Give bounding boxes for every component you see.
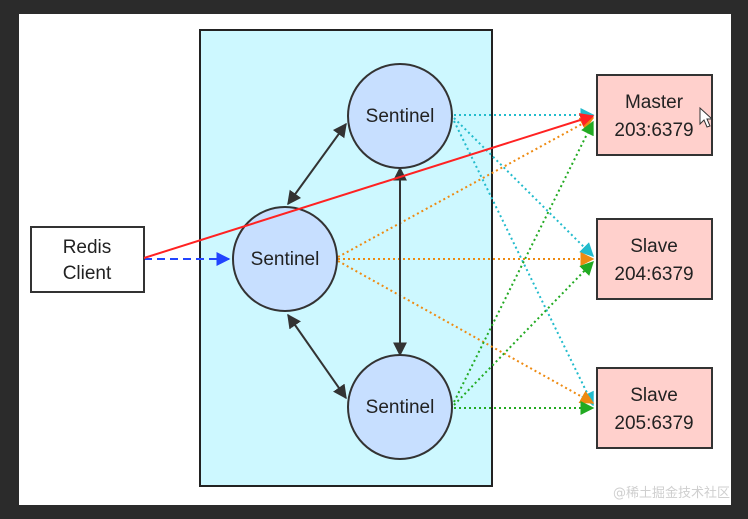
bottom-sentinel-links — [453, 120, 595, 415]
middle-bottom-peer-arrow — [287, 313, 347, 400]
middle-to-master-arrow — [337, 117, 595, 258]
client-label-line1: Redis — [63, 237, 112, 258]
top-middle-peer-arrow — [287, 122, 347, 206]
bottom-to-slave1-arrow — [453, 260, 594, 406]
slave-node-2: Slave 205:6379 — [596, 367, 713, 449]
slave2-role-label: Slave — [630, 385, 678, 406]
bottom-to-master-arrow — [453, 120, 594, 403]
master-address-label: 203:6379 — [614, 120, 693, 141]
middle-to-slave2-arrow — [337, 260, 595, 404]
sentinel-node-bottom: Sentinel — [347, 354, 453, 460]
client-label-line2: Client — [63, 263, 112, 284]
slave1-role-label: Slave — [630, 236, 678, 257]
sentinel-peer-links — [287, 122, 407, 400]
sentinel-label: Sentinel — [366, 106, 435, 127]
redis-client-node: Redis Client — [30, 226, 145, 293]
mouse-cursor-icon — [699, 106, 714, 128]
sentinel-label: Sentinel — [366, 397, 435, 418]
client-to-master-arrow — [143, 113, 595, 259]
sentinel-label: Sentinel — [251, 249, 320, 270]
sentinel-node-middle: Sentinel — [232, 206, 338, 312]
slave2-address-label: 205:6379 — [614, 413, 693, 434]
middle-sentinel-links — [337, 117, 595, 404]
top-sentinel-links — [453, 108, 595, 407]
watermark-text: @稀土掘金技术社区 — [613, 485, 730, 501]
master-role-label: Master — [625, 92, 684, 113]
slave-node-1: Slave 204:6379 — [596, 218, 713, 300]
master-node: Master 203:6379 — [596, 74, 713, 156]
sentinel-node-top: Sentinel — [347, 63, 453, 169]
slave1-address-label: 204:6379 — [614, 264, 693, 285]
